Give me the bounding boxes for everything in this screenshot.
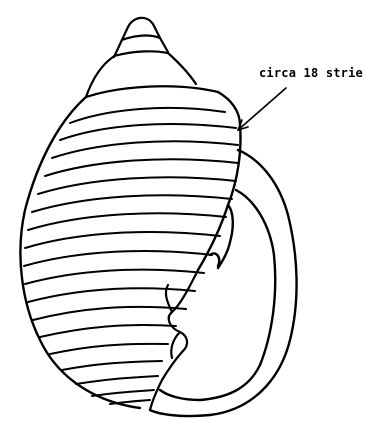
shell-body-whorl [20,92,240,408]
striae-annotation-label: circa 18 strie [259,66,363,80]
annotation-arrow [238,88,286,130]
shell-spire [86,18,218,97]
shell-aperture [150,150,297,416]
